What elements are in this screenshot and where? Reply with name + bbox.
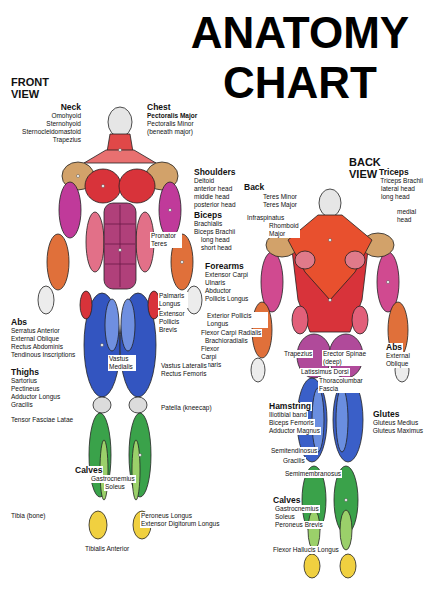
muscle-label: Biceps Brachii	[193, 228, 236, 236]
group-heading: Hamstring	[268, 402, 312, 411]
muscle-label: External Oblique	[10, 335, 60, 343]
muscle-label: Tibialis Anterior	[84, 545, 130, 553]
muscle-label: Pronator Teres	[150, 232, 182, 248]
muscle-label: Gracilis	[282, 457, 306, 465]
muscle-label: Sternohyoid	[45, 120, 82, 128]
muscle-label: Pectineus	[10, 385, 41, 393]
muscle-label: Teres Major	[262, 201, 298, 209]
muscle-label: Pectoralis Major	[146, 112, 198, 120]
muscle-label: Flexor Hallucis Longus	[272, 546, 340, 554]
chart-title: ANATOMY CHART	[178, 8, 422, 108]
muscle-label: Patella (kneecap)	[160, 404, 213, 412]
muscle-label: Vastus Lateralis	[160, 362, 208, 370]
muscle-label: long head	[380, 193, 411, 201]
muscle-label: Sartorius	[10, 377, 38, 385]
muscle-label: Thoracolumbar Fascia	[318, 377, 366, 393]
muscle-label: Trapezius	[283, 350, 313, 358]
muscle-label: External Oblique	[385, 352, 419, 368]
group-heading: Shoulders	[193, 168, 237, 177]
muscle-label: Gastrocnemius	[274, 505, 320, 513]
muscle-label: Gluteus Maximus	[372, 427, 424, 435]
muscle-label: Vastus Medialis	[108, 355, 136, 371]
group-heading: Neck	[60, 103, 82, 112]
muscle-label: Rectus Femoris	[160, 370, 208, 378]
muscle-label: Exterior Pollicis Longus	[206, 312, 268, 328]
muscle-label: Erector Spinae (deep)	[322, 350, 374, 366]
group-heading: Abs	[385, 343, 403, 352]
muscle-label: long head	[200, 236, 231, 244]
group-heading: Forearms	[204, 262, 245, 271]
group-heading: Abs	[10, 318, 28, 327]
muscle-label: Biceps Femoris	[268, 419, 315, 427]
muscle-label: posterior head	[193, 201, 237, 209]
group-heading: Chest	[146, 103, 172, 112]
muscle-label: Rectus Abdominis	[10, 343, 64, 351]
muscle-label: Peroneus Brevis	[274, 521, 324, 529]
muscle-label: Infraspinatus	[246, 214, 285, 222]
group-heading: Biceps	[193, 211, 223, 220]
muscle-label: Abductor Pollicis Longus	[204, 287, 251, 303]
muscle-label: Latissimus Dorsi	[300, 368, 350, 376]
muscle-label: Extensor Pollicis Brevis	[158, 310, 187, 333]
muscle-label: Adductor Longus	[10, 393, 61, 401]
group-heading: Triceps	[378, 168, 410, 177]
muscle-label: Tendinous Inscriptions	[10, 351, 76, 359]
muscle-label: Semitendinosus	[270, 447, 318, 455]
group-heading: Calves	[272, 496, 301, 505]
muscle-label: Triceps Brachii	[379, 177, 424, 185]
muscle-label: Sternocleidomastoid	[21, 128, 82, 136]
muscle-label: Peroneus Longus	[140, 512, 193, 520]
muscle-label: Brachialis	[193, 220, 223, 228]
muscle-label: Semimembranosus	[284, 470, 342, 478]
muscle-label: short head	[200, 244, 233, 252]
muscle-label: Palmaris Longus	[158, 292, 188, 308]
muscle-label: Soleus	[104, 483, 126, 491]
group-heading: Back	[243, 183, 265, 192]
muscle-label: lateral head	[380, 185, 416, 193]
muscle-label: Deltoid	[193, 177, 215, 185]
muscle-label: Gastrocnemius	[90, 475, 136, 483]
muscle-label: Tensor Fasciae Latae	[10, 416, 74, 424]
view-heading: FRONT VIEW	[10, 76, 58, 100]
muscle-label: Extensor Digitorum Longus	[140, 520, 220, 528]
muscle-label: Adductor Magnus	[268, 427, 321, 435]
muscle-label: Trapezius	[52, 136, 82, 144]
muscle-label: Brachioradialis	[204, 337, 249, 345]
group-heading: Calves	[74, 466, 103, 475]
muscle-label: (beneath major)	[146, 128, 194, 136]
muscle-label: Rhomboid Major	[268, 222, 300, 238]
muscle-label: Gluteus Medius	[372, 419, 419, 427]
muscle-label: Pectoralis Minor	[146, 120, 195, 128]
muscle-label: middle head	[193, 193, 230, 201]
muscle-label: Soleus	[274, 513, 296, 521]
muscle-label: Extensor Carpi Ulnaris	[204, 271, 254, 287]
group-heading: Thighs	[10, 368, 40, 377]
muscle-label: Omohyoid	[50, 112, 82, 120]
muscle-label: medial head	[396, 208, 424, 224]
muscle-label: Flexor Carpi Radialis	[200, 329, 262, 337]
muscle-label: Gracilis	[10, 401, 34, 409]
group-heading: Glutes	[372, 410, 400, 419]
muscle-label: Iliotibial band	[268, 411, 308, 419]
muscle-label: Serratus Anterior	[10, 327, 61, 335]
muscle-label: anterior head	[193, 185, 233, 193]
muscle-label: Teres Minor	[262, 193, 298, 201]
muscle-label: Tibia (bone)	[10, 512, 46, 520]
